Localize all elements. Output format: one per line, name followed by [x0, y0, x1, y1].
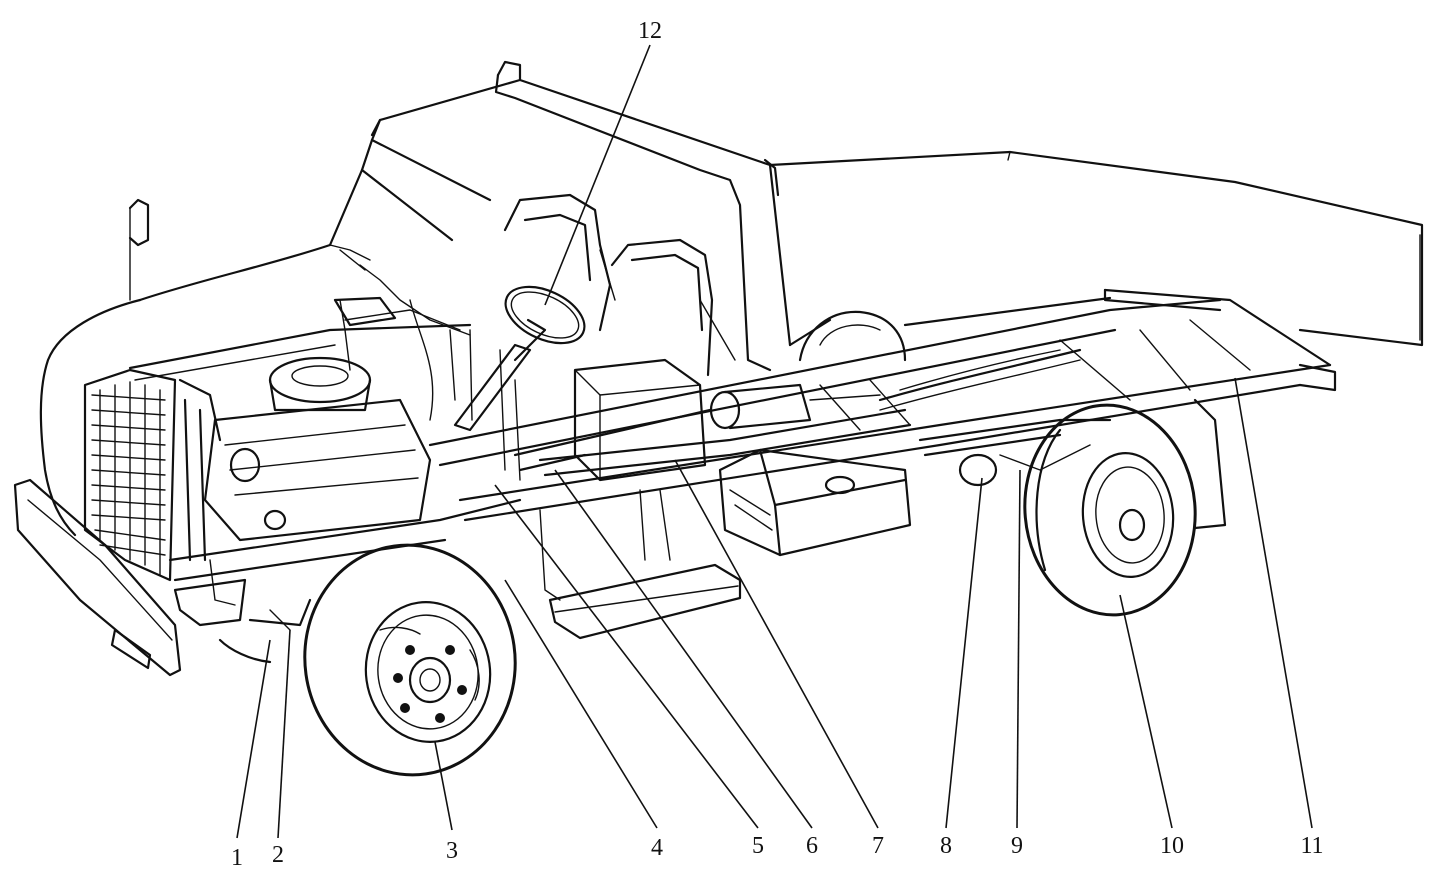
front-end	[13, 198, 332, 677]
step-plate	[539, 489, 742, 640]
callout-8: 8	[940, 833, 952, 859]
leader-9	[1016, 469, 1021, 829]
callout-10: 10	[1160, 833, 1184, 859]
exhaust	[513, 383, 912, 477]
leader-lines	[236, 44, 1313, 839]
leader-3	[434, 741, 453, 831]
leader-8	[945, 477, 983, 829]
front-wheel	[303, 543, 517, 777]
callout-1: 1	[231, 845, 243, 871]
cab	[328, 60, 780, 377]
leader-4	[504, 579, 658, 829]
callout-7: 7	[872, 833, 884, 859]
cargo-box	[768, 150, 1424, 347]
callout-2: 2	[272, 842, 284, 868]
callout-labels: 1 2 3 4 5 6 7 8 9 10 11 12	[231, 18, 1324, 871]
callout-4: 4	[651, 835, 663, 861]
frame	[428, 288, 1337, 522]
leader-2	[277, 629, 291, 839]
callout-11: 11	[1300, 833, 1323, 859]
fuel-tank	[718, 448, 912, 557]
callout-12: 12	[638, 18, 662, 44]
engine-bay	[128, 249, 522, 631]
leader-10	[1119, 594, 1173, 829]
callout-6: 6	[806, 833, 818, 859]
leader-1	[236, 639, 271, 839]
leader-7	[674, 459, 879, 829]
callout-3: 3	[446, 838, 458, 864]
rear-wheel	[798, 310, 1227, 617]
leader-5	[494, 484, 759, 829]
callout-9: 9	[1011, 833, 1023, 859]
battery-box	[573, 358, 707, 482]
leader-11	[1234, 377, 1313, 829]
leader-12	[544, 44, 651, 306]
leader-6	[554, 469, 813, 829]
steering	[453, 285, 586, 481]
callout-5: 5	[752, 833, 764, 859]
